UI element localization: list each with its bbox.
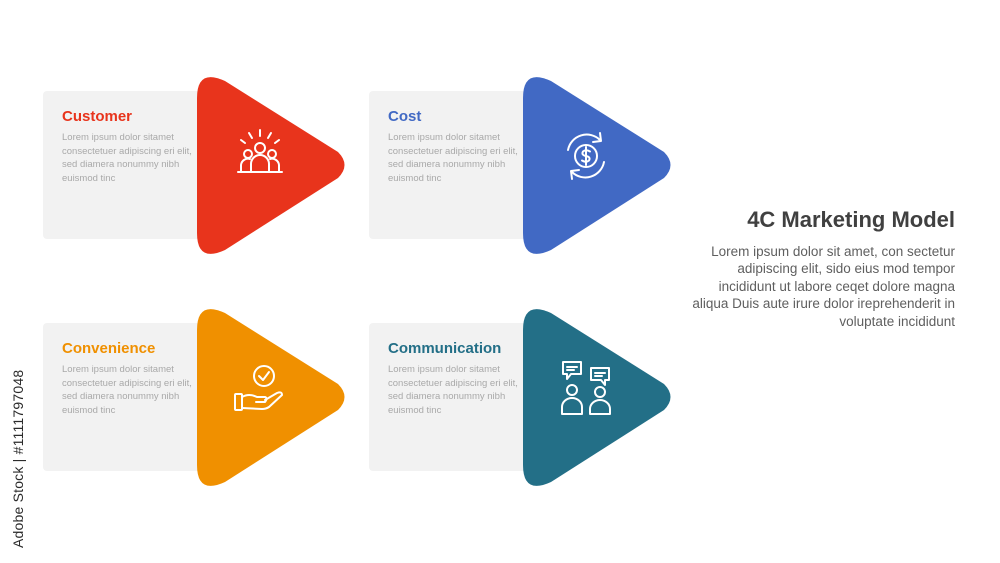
page-description: Lorem ipsum dolor sit amet, con sectetur… xyxy=(692,244,955,329)
card-title: Convenience xyxy=(62,340,156,357)
stock-label: Adobe Stock | #1111797048 xyxy=(10,369,26,548)
card-title: Customer xyxy=(62,108,133,125)
arrow-triangle xyxy=(523,77,671,254)
arrow-triangle xyxy=(523,309,671,486)
card-description: Lorem ipsum dolor sitamet consectetuer a… xyxy=(62,364,192,416)
card-title: Cost xyxy=(388,108,422,125)
page-title: 4C Marketing Model xyxy=(747,207,955,232)
hand-check-icon xyxy=(234,365,283,411)
arrow-triangle xyxy=(197,77,345,254)
card-description: Lorem ipsum dolor sitamet consectetuer a… xyxy=(388,364,518,416)
dollar-cycle-icon xyxy=(567,132,605,180)
card-title: Communication xyxy=(388,340,502,357)
card-description: Lorem ipsum dolor sitamet consectetuer a… xyxy=(62,132,192,184)
card-convenience: Convenience Lorem ipsum dolor sitamet co… xyxy=(43,300,345,495)
people-group-icon xyxy=(237,129,283,173)
conversation-icon xyxy=(561,361,611,415)
card-description: Lorem ipsum dolor sitamet consectetuer a… xyxy=(388,132,518,184)
card-customer: Customer Lorem ipsum dolor sitamet conse… xyxy=(43,68,345,263)
card-cost: Cost Lorem ipsum dolor sitamet consectet… xyxy=(369,68,671,263)
card-communication: Communication Lorem ipsum dolor sitamet … xyxy=(369,300,671,495)
